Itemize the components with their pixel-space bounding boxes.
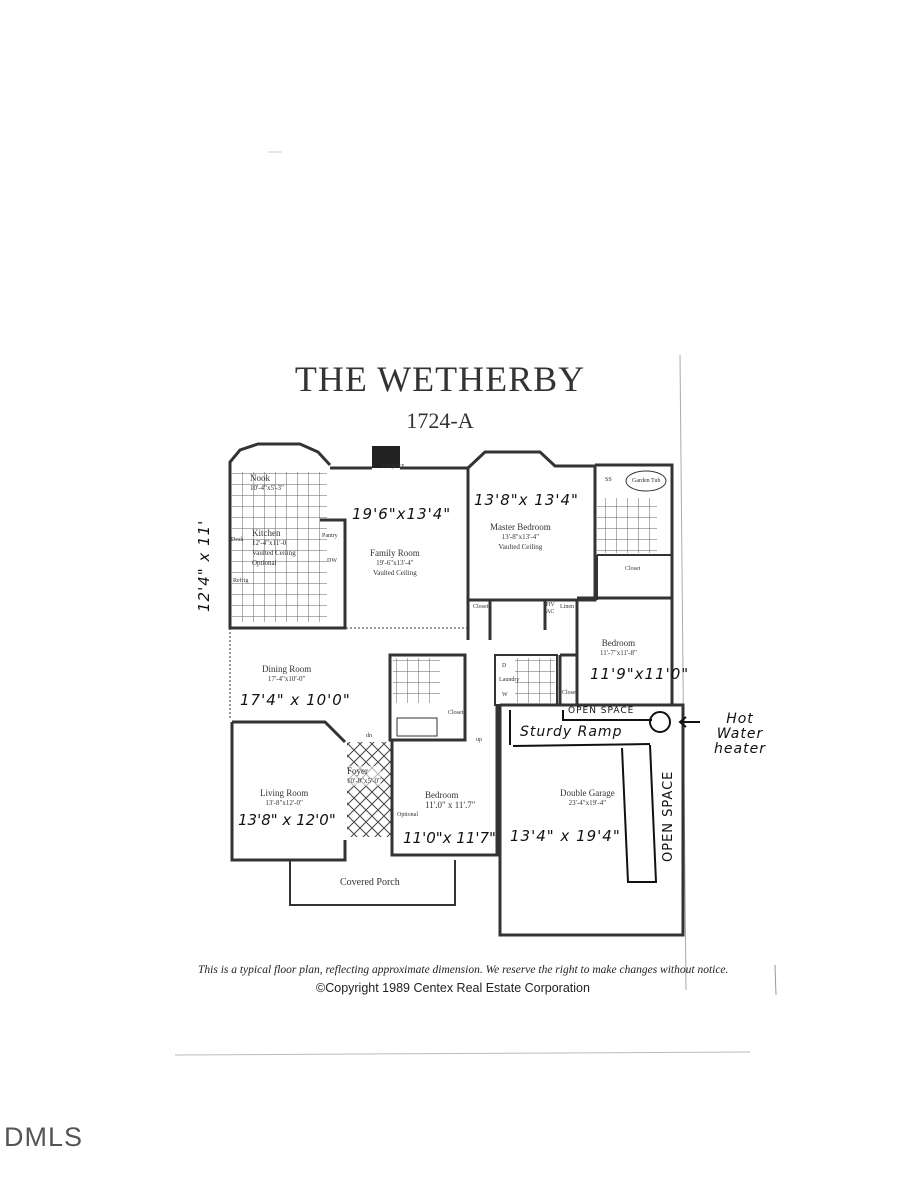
label-master-closet: Closet	[625, 566, 641, 572]
plan-model-number: 1724-A	[406, 408, 474, 433]
label-hall-closet: Closet	[473, 604, 489, 610]
label-desk: Desk	[231, 537, 244, 543]
walls	[228, 442, 685, 937]
handwritten-open-space-top: OPEN SPACE	[568, 706, 635, 716]
plan-title: THE WETHERBY	[294, 359, 586, 399]
label-washer: W	[502, 692, 508, 698]
label-fireplace: Fireplace	[382, 463, 405, 469]
label-bedroom-front-optional: Optional	[397, 812, 418, 818]
handwritten-hot-water-heater: Hot Water heater	[714, 711, 766, 757]
label-dw: DW	[327, 558, 337, 564]
label-up: up	[476, 737, 482, 743]
handwritten-ramp-marks	[509, 710, 700, 883]
label-laundry: Laundry	[499, 677, 520, 683]
handwritten-sturdy-ramp: Sturdy Ramp	[520, 724, 623, 740]
label-bath-closet: Closet	[448, 710, 464, 716]
label-bedroom-right-closet: Closet	[562, 690, 578, 696]
handwritten-bedroom-front-dims: 11'0"x 11'7"	[403, 829, 496, 847]
handwritten-garage-dims: 13'4" x 19'4"	[510, 827, 621, 845]
label-refrig: Refrig	[233, 578, 249, 584]
label-pantry: Pantry	[322, 533, 338, 539]
label-dn: dn	[366, 733, 372, 739]
label-garden-tub: Garden Tub	[632, 478, 661, 484]
foyer-lattice	[347, 742, 392, 837]
handwritten-master-dims: 13'8"x 13'4"	[474, 491, 579, 509]
nook-bay-wall	[228, 442, 332, 475]
label-ss: SS	[605, 477, 612, 483]
handwritten-family-dims: 19'6"x13'4"	[352, 505, 452, 523]
handwritten-kitchen-dims: 12'4" x 11'	[195, 519, 213, 612]
footer-disclaimer: This is a typical floor plan, reflecting…	[198, 964, 729, 976]
scan-bottom-line	[174, 1051, 751, 1056]
footer-copyright: ©Copyright 1989 Centex Real Estate Corpo…	[316, 981, 590, 995]
label-hvac: HV AC	[546, 602, 555, 615]
handwritten-bedroom-right-dims: 11'9"x11'0"	[590, 665, 690, 683]
label-dryer: D	[502, 663, 507, 669]
dmls-logo: DMLS	[4, 1122, 84, 1152]
room-covered-porch: Covered Porch	[340, 877, 400, 888]
fireplace	[372, 446, 400, 468]
label-linen: Linen	[560, 604, 574, 610]
handwritten-living-dims: 13'8" x 12'0"	[238, 811, 336, 829]
handwritten-dining-dims: 17'4" x 10'0"	[240, 691, 351, 709]
scan-page-edge	[679, 354, 687, 991]
kitchen-tile	[232, 472, 327, 622]
handwritten-open-space-side: OPEN SPACE	[661, 770, 676, 862]
master-bath-tile	[597, 498, 657, 553]
